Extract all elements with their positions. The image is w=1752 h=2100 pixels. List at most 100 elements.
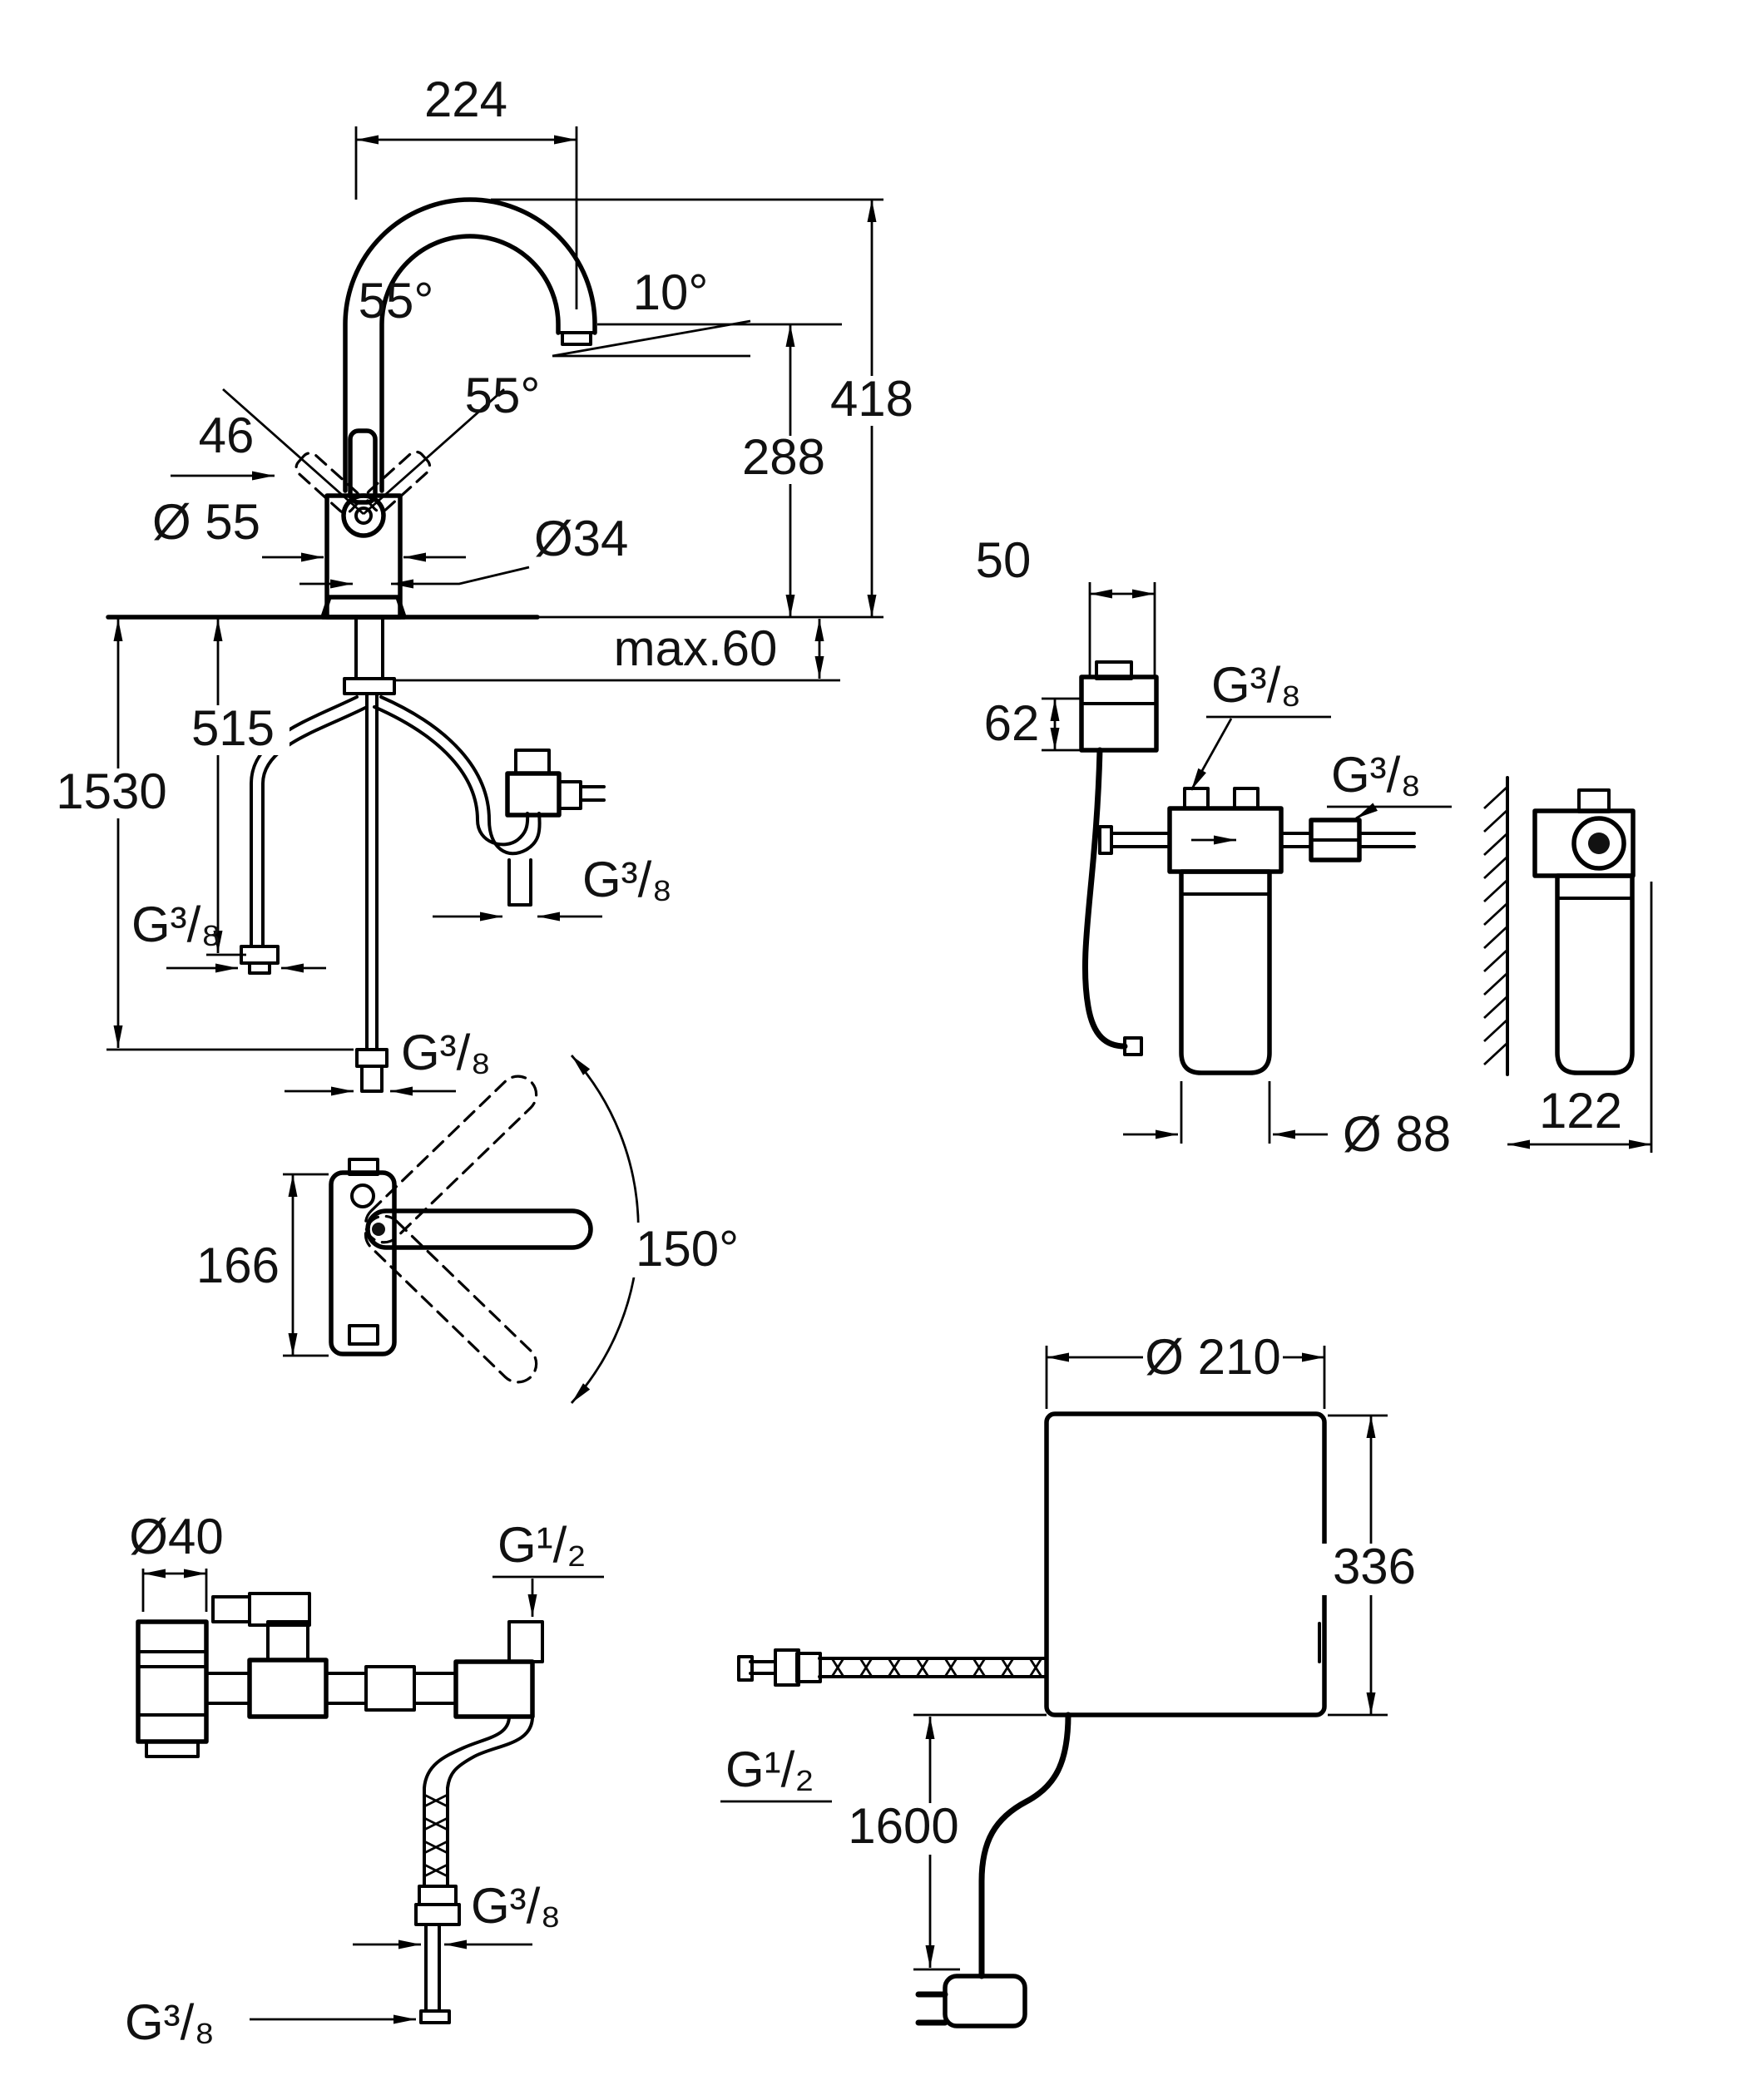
appliance-down-stub [507, 858, 532, 907]
view-top-swivel: 166 150° [196, 1055, 745, 1404]
label-bg-288 [730, 436, 839, 484]
control-cable [1081, 747, 1128, 1050]
thread-g38-left: G³/₈ [131, 897, 221, 952]
appliance-elbow-outlet [579, 785, 606, 802]
connector-a [205, 1672, 251, 1705]
dim-box-height: 62 [984, 695, 1040, 751]
thread-g38-top: G³/₈ [1211, 657, 1301, 713]
tee-block [247, 1658, 329, 1719]
view-faucet-front: 224 418 288 10° 55° 55° 46 Ø 55 Ø34 max.… [53, 72, 927, 1096]
wall-hatch [1483, 785, 1508, 1066]
hose-tail [424, 1923, 441, 2013]
thread-g12-boiler: G¹/₂ [725, 1742, 814, 1797]
topview-body-base [348, 1324, 379, 1346]
leader-g38-top [1190, 718, 1233, 791]
label-bg-150 [629, 1223, 745, 1277]
filter-head-stub-b [1233, 787, 1260, 810]
filter-head-stub-a [1183, 787, 1210, 810]
left-valve-bottom [145, 1740, 200, 1758]
right-block [453, 1659, 535, 1719]
leader-g38-side [1355, 803, 1378, 820]
spout-swivel-up [364, 1075, 538, 1244]
left-valve-body [136, 1619, 209, 1744]
dim-wall-depth: 122 [1539, 1083, 1622, 1139]
ext-166 [283, 1173, 329, 1357]
bracket-knob [1571, 816, 1626, 871]
spout-inner-outline [379, 234, 561, 493]
escutcheon-base [320, 595, 407, 620]
label-bg-210 [1143, 1332, 1283, 1384]
ext-62 [1042, 697, 1081, 752]
wall-cartridge [1555, 873, 1635, 1075]
center-supply-pipe [365, 692, 379, 1051]
view-boiler: Ø 210 336 G¹/₂ 1600 [720, 1329, 1429, 2028]
dim-lever-width: 46 [199, 408, 255, 463]
dim-spout-reach: 224 [424, 72, 507, 127]
thread-g38-right: G³/₈ [582, 852, 672, 907]
inlet-nipple [749, 1660, 777, 1675]
ext-336 [1328, 1414, 1388, 1717]
dim-height-outlet: 288 [742, 429, 825, 485]
thread-g38-end: G³/₈ [125, 1994, 215, 2050]
dim-topview-height: 166 [196, 1238, 280, 1293]
hose-braid [423, 1793, 448, 1878]
thread-g38-mid: G³/₈ [471, 1878, 561, 1934]
ext-418 [491, 198, 883, 619]
thread-g38-side: G³/₈ [1331, 747, 1421, 803]
label-bg-336 [1319, 1544, 1429, 1595]
dim-body-dia: Ø 55 [152, 494, 260, 550]
inlet-hose-braid [830, 1658, 1043, 1678]
connector-c [413, 1672, 458, 1705]
ext-1600 [913, 1713, 1047, 1971]
wall-bracket-stub [1577, 788, 1611, 813]
hose-tail-cap [419, 2009, 451, 2024]
leader-dia34-right [391, 566, 530, 589]
power-cable [978, 1712, 1071, 1979]
lever-handle [348, 428, 378, 505]
label-bg-418 [817, 376, 927, 426]
filter-cartridge [1179, 869, 1272, 1075]
topview-body-nub [348, 1158, 379, 1176]
bracket-knob-center [1588, 833, 1610, 854]
swivel-arc [570, 1055, 640, 1404]
dim-boiler-dia: Ø 210 [1145, 1329, 1280, 1385]
topview-pivot [372, 1223, 385, 1236]
lever-angle-line-right [363, 388, 505, 516]
left-valve-lines [136, 1650, 208, 1717]
dim-valve-dia: Ø40 [129, 1509, 223, 1564]
union-block [364, 1665, 416, 1712]
spout-outer-outline [343, 197, 597, 493]
cable-connector [1123, 1036, 1143, 1056]
view-connection-set: Ø40 G¹/₂ G³/₈ G³/₈ [125, 1509, 604, 2050]
power-plug [943, 1974, 1027, 2028]
spout-swivel-down [364, 1214, 538, 1384]
connector-b [324, 1672, 368, 1705]
hose-nut [414, 1903, 461, 1926]
ext-40 [141, 1569, 208, 1612]
angle-10-lines [552, 319, 751, 358]
elbow-left-nut [211, 1595, 251, 1623]
pipe-left [1110, 832, 1171, 848]
lever-joint [341, 493, 386, 538]
thread-g12-set: G¹/₂ [497, 1517, 586, 1573]
label-bg-515 [176, 705, 290, 755]
right-block-stub [507, 1620, 544, 1663]
dim-height-total: 418 [830, 371, 913, 427]
topview-spout [365, 1208, 593, 1250]
spout-aerator [557, 331, 596, 346]
dim-swivel-angle: 150° [636, 1221, 739, 1277]
dim-cartridge-dia: Ø 88 [1343, 1106, 1451, 1162]
tee-stem [266, 1620, 309, 1662]
mounting-shank [354, 615, 384, 680]
dim-lever-left: 55° [359, 273, 434, 329]
center-pipe-fitting [355, 1048, 389, 1068]
hose-fitting [418, 1885, 458, 1906]
hose-bend [423, 1715, 534, 1790]
pipe-left-cap [1098, 825, 1113, 855]
dim-boiler-height: 336 [1333, 1539, 1416, 1594]
inlet-cap [737, 1655, 754, 1682]
view-filter-unit: 50 62 G³/₈ G³/₈ Ø 88 122 [976, 532, 1653, 1162]
center-pipe-nipple [360, 1065, 384, 1093]
